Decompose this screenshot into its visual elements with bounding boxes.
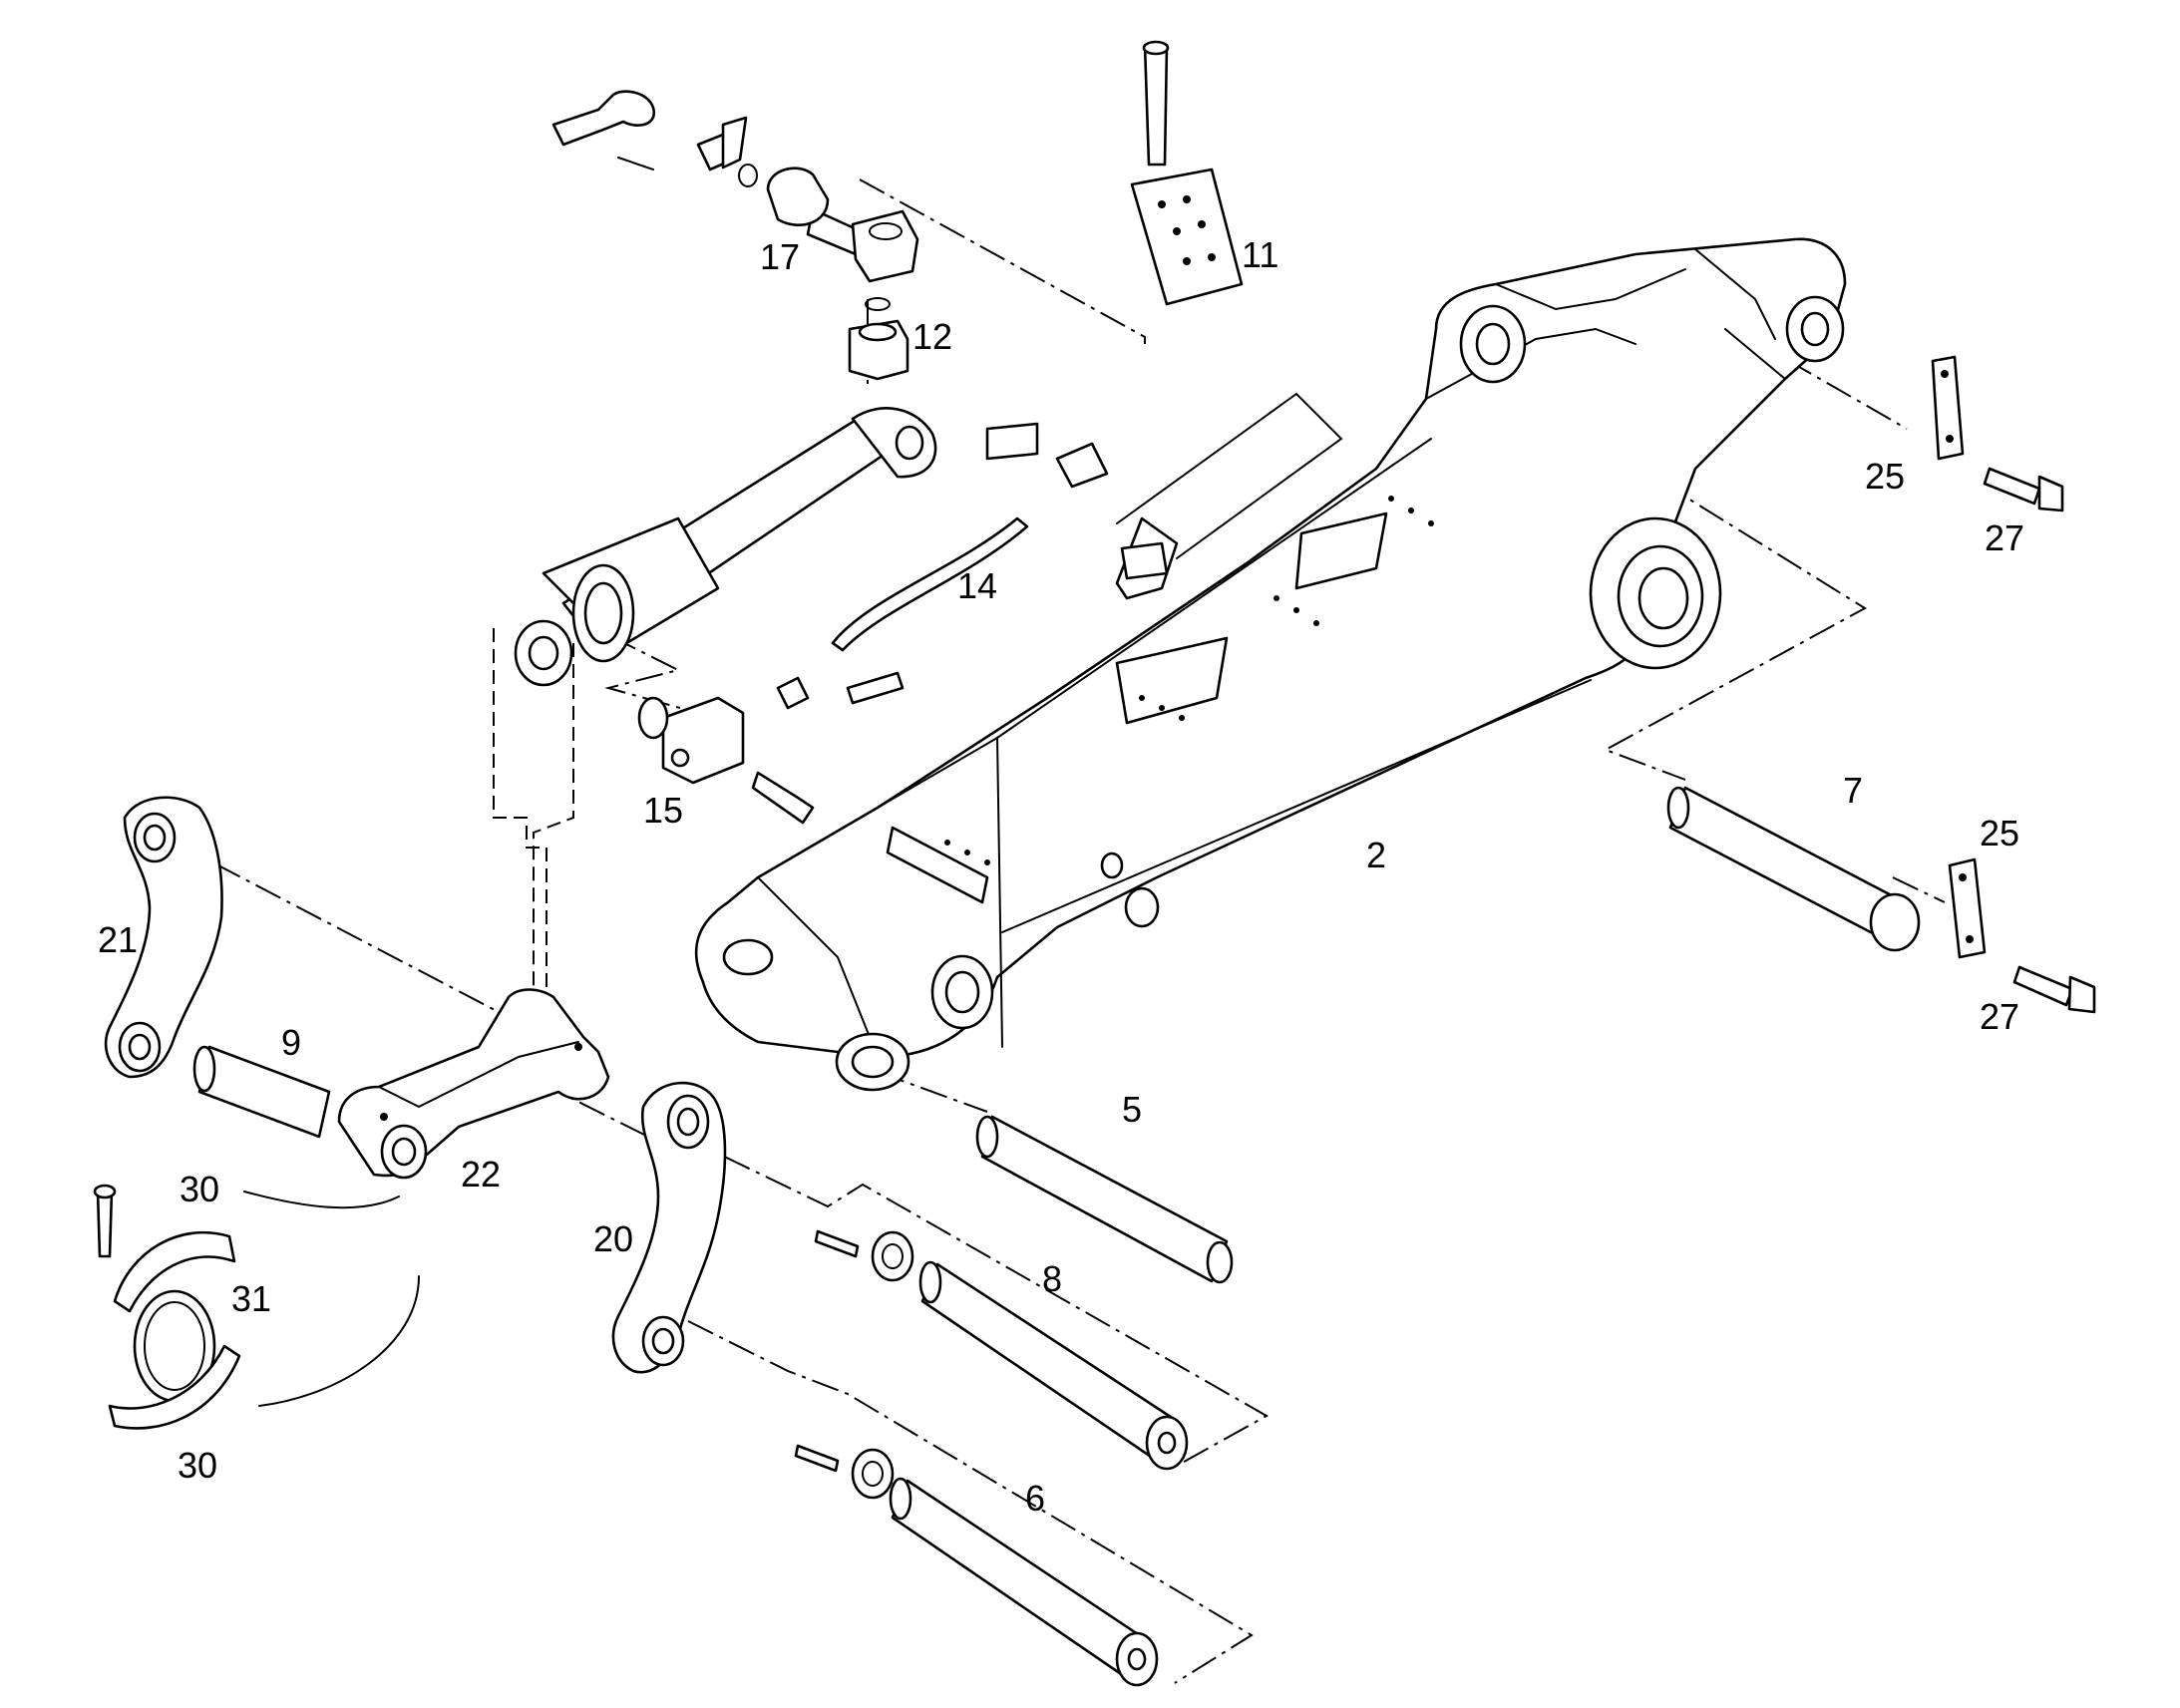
retainers [794, 1229, 914, 1500]
label-14: 14 [957, 565, 997, 606]
label-2: 2 [1366, 835, 1386, 875]
plates-25-bolts-27 [1931, 355, 2096, 1014]
pin-9 [197, 1045, 331, 1139]
label-9: 9 [281, 1022, 301, 1063]
label-27-top: 27 [1985, 517, 2024, 558]
label-20: 20 [593, 1218, 633, 1259]
linkage-22 [337, 988, 610, 1180]
center-lines [174, 178, 1946, 1684]
label-5: 5 [1122, 1089, 1142, 1130]
label-15: 15 [643, 790, 683, 831]
label-30-top: 30 [180, 1169, 219, 1209]
label-12: 12 [912, 316, 952, 357]
hose-14 [831, 422, 1179, 652]
pin-6 [891, 1479, 1149, 1680]
label-8: 8 [1042, 1258, 1062, 1299]
label-21: 21 [98, 919, 138, 960]
block-12 [848, 297, 909, 381]
rivet-dots [944, 496, 1434, 865]
label-31: 31 [231, 1278, 271, 1319]
plate-11 [1130, 40, 1244, 306]
main-arm [694, 237, 1847, 1092]
label-22: 22 [461, 1154, 501, 1195]
label-30-bottom: 30 [178, 1445, 217, 1486]
hydraulic-cylinder [514, 407, 937, 687]
label-27-bottom: 27 [1980, 996, 2019, 1037]
link-20 [611, 1081, 727, 1374]
pin-7 [1668, 786, 1907, 944]
pins [192, 786, 1921, 1687]
clamp-30-31 [93, 1184, 420, 1430]
tube-17 [551, 90, 919, 283]
link-21 [104, 796, 223, 1079]
label-6: 6 [1025, 1478, 1045, 1519]
label-25-bottom: 25 [1980, 813, 2019, 854]
label-11: 11 [1242, 234, 1278, 275]
pin-5 [980, 1115, 1229, 1283]
part-labels: 2 5 6 7 8 9 11 12 14 15 17 20 21 22 25 2… [98, 234, 2024, 1519]
valve-block-15 [637, 671, 905, 825]
label-25-top: 25 [1865, 456, 1905, 497]
label-17: 17 [760, 236, 800, 277]
label-7: 7 [1843, 770, 1863, 811]
